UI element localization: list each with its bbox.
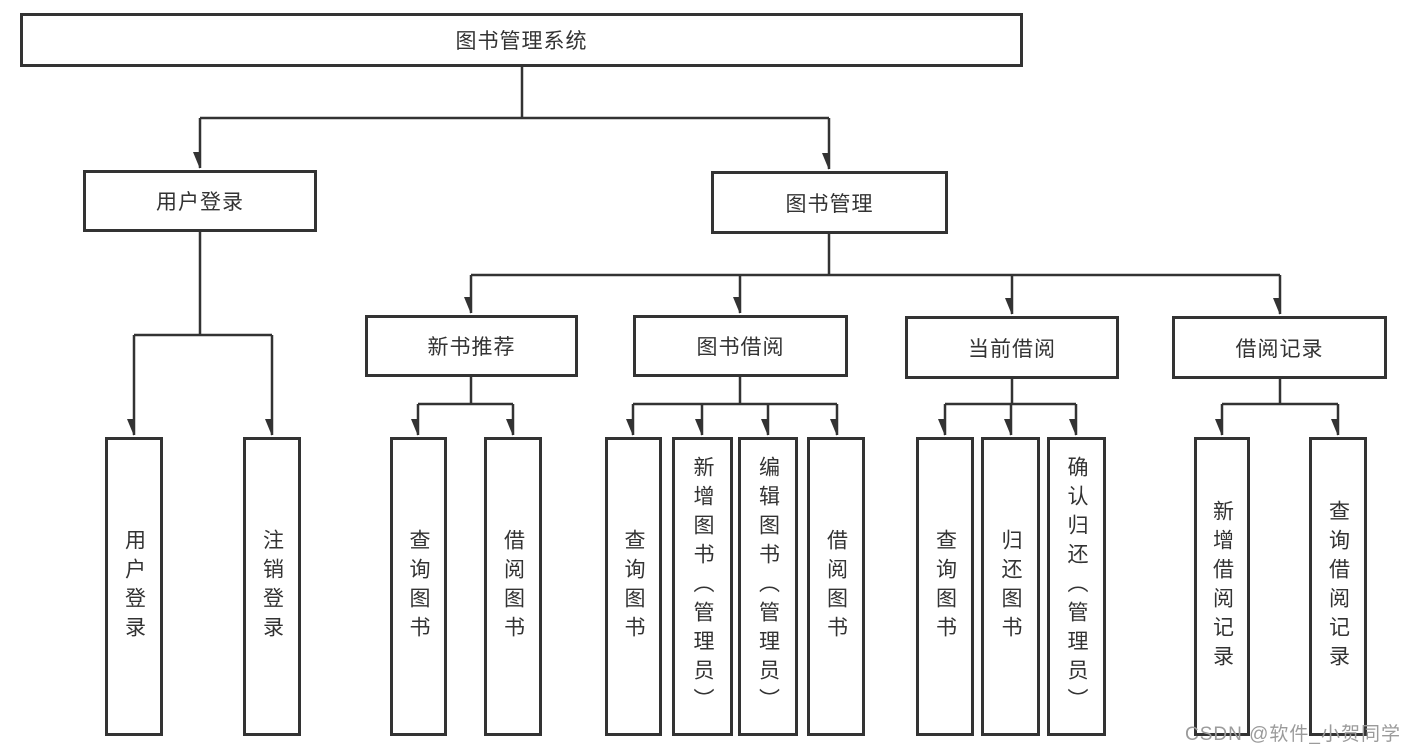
node-current-borrow: 当前借阅 [905, 316, 1119, 379]
leaf-current-query-label: 查询图书 [933, 528, 957, 645]
leaf-record-query: 查询借阅记录 [1309, 437, 1367, 736]
leaf-borrow-borrow: 借阅图书 [807, 437, 865, 736]
node-book-mgmt-label: 图书管理 [785, 192, 874, 216]
leaf-borrow-add: 新增图书（管理员） [672, 437, 733, 736]
node-book-borrow: 图书借阅 [633, 315, 848, 377]
leaf-borrow-query-label: 查询图书 [622, 528, 645, 645]
leaf-user-login: 用户登录 [105, 437, 163, 736]
leaf-newbook-borrow-label: 借阅图书 [501, 528, 525, 645]
leaf-user-login-label: 用户登录 [122, 528, 146, 645]
csdn-watermark: CSDN @软件_小贺同学 [1185, 724, 1401, 745]
leaf-newbook-query: 查询图书 [390, 437, 447, 736]
leaf-borrow-edit-label: 编辑图书（管理员） [756, 456, 780, 717]
leaf-logout: 注销登录 [243, 437, 301, 736]
node-root-label: 图书管理系统 [455, 30, 588, 53]
leaf-current-return: 归还图书 [981, 437, 1040, 736]
leaf-current-confirm-label: 确认归还（管理员） [1065, 456, 1088, 717]
leaf-current-confirm: 确认归还（管理员） [1047, 437, 1106, 736]
node-user-login-label: 用户登录 [156, 191, 244, 214]
leaf-borrow-query: 查询图书 [605, 437, 662, 736]
node-user-login: 用户登录 [83, 170, 317, 232]
leaf-newbook-borrow: 借阅图书 [484, 437, 542, 736]
leaf-borrow-edit: 编辑图书（管理员） [738, 437, 798, 736]
node-book-mgmt: 图书管理 [711, 171, 948, 234]
node-current-borrow-label: 当前借阅 [968, 337, 1056, 361]
node-borrow-record: 借阅记录 [1172, 316, 1387, 379]
node-new-book: 新书推荐 [365, 315, 578, 377]
leaf-current-query: 查询图书 [916, 437, 974, 736]
leaf-record-query-label: 查询借阅记录 [1326, 499, 1350, 674]
leaf-borrow-add-label: 新增图书（管理员） [691, 456, 714, 717]
leaf-newbook-query-label: 查询图书 [407, 528, 430, 645]
leaf-logout-label: 注销登录 [260, 528, 284, 645]
node-root: 图书管理系统 [20, 13, 1023, 67]
leaf-borrow-borrow-label: 借阅图书 [824, 528, 848, 645]
leaf-record-add: 新增借阅记录 [1194, 437, 1250, 736]
leaf-record-add-label: 新增借阅记录 [1210, 499, 1234, 674]
node-new-book-label: 新书推荐 [427, 336, 516, 359]
leaf-current-return-label: 归还图书 [999, 528, 1022, 645]
node-book-borrow-label: 图书借阅 [696, 336, 785, 359]
node-borrow-record-label: 借阅记录 [1235, 337, 1324, 361]
